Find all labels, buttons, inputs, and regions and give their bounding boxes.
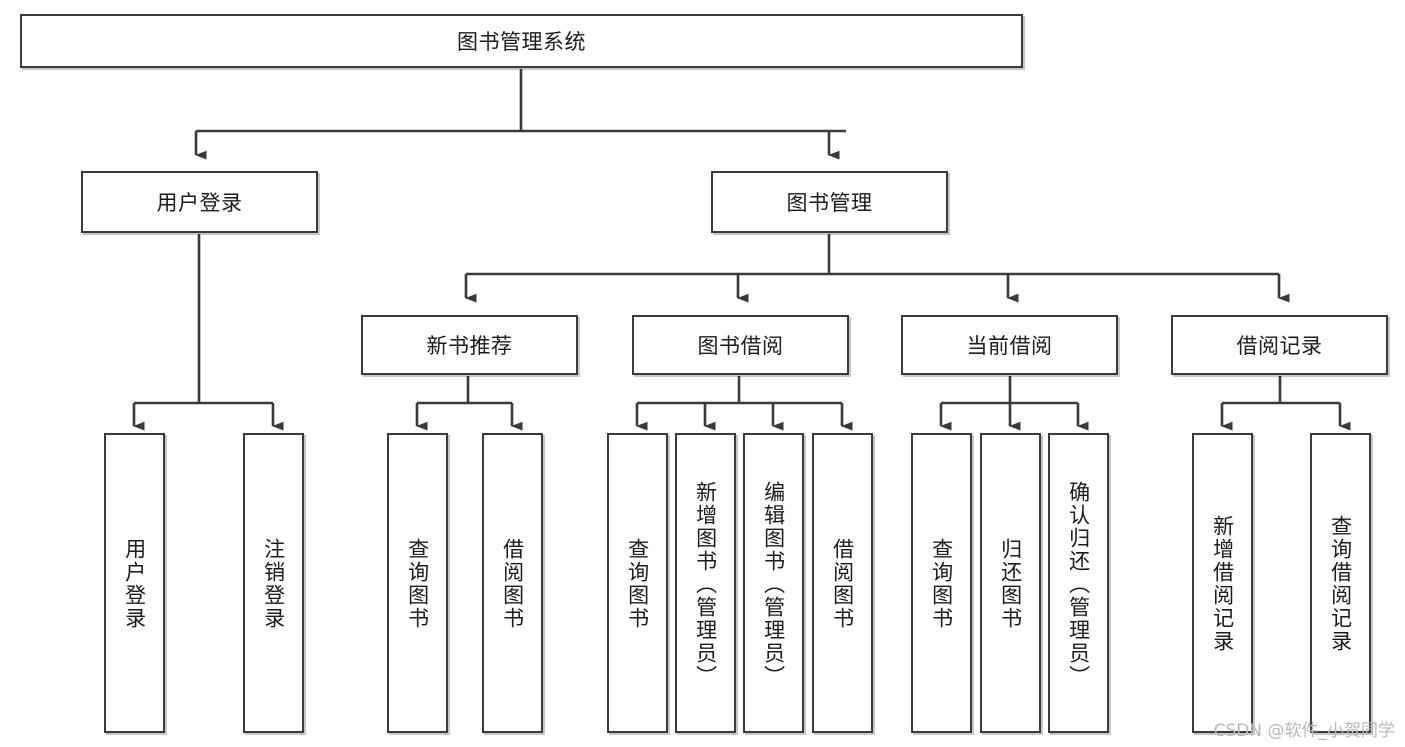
node-leaf-query-book-1[interactable]: 查询图书: [387, 433, 448, 733]
node-label: 图书借阅: [697, 334, 784, 358]
node-borrow-record[interactable]: 借阅记录: [1171, 315, 1388, 375]
node-label: 用户登录: [156, 191, 243, 215]
node-label: 用户登录: [122, 538, 147, 630]
node-label: 查询图书: [625, 538, 650, 630]
node-leaf-query-record[interactable]: 查询借阅记录: [1310, 433, 1371, 733]
node-book-borrow[interactable]: 图书借阅: [632, 315, 849, 375]
node-leaf-add-record[interactable]: 新增借阅记录: [1192, 433, 1253, 733]
node-label: 图书管理系统: [457, 30, 586, 54]
node-leaf-confirm-return[interactable]: 确认归还（管理员）: [1048, 433, 1109, 733]
node-label: 新增图书（管理员）: [693, 480, 718, 688]
node-label: 新增借阅记录: [1210, 515, 1235, 653]
node-label: 查询图书: [405, 538, 430, 630]
node-user-login[interactable]: 用户登录: [81, 171, 318, 233]
node-leaf-query-book-3[interactable]: 查询图书: [911, 433, 972, 733]
node-book-management-system[interactable]: 图书管理系统: [20, 14, 1023, 68]
node-label: 归还图书: [998, 538, 1023, 630]
node-book-management[interactable]: 图书管理: [711, 171, 948, 233]
node-label: 借阅记录: [1236, 334, 1323, 358]
node-label: 当前借阅: [966, 334, 1053, 358]
node-label: 编辑图书（管理员）: [761, 480, 786, 688]
node-label: 新书推荐: [426, 334, 513, 358]
node-current-borrow[interactable]: 当前借阅: [901, 315, 1118, 375]
node-leaf-add-book[interactable]: 新增图书（管理员）: [675, 433, 736, 733]
node-leaf-logout-login[interactable]: 注销登录: [243, 433, 304, 733]
node-leaf-return-book[interactable]: 归还图书: [980, 433, 1041, 733]
node-label: 查询借阅记录: [1328, 515, 1353, 653]
node-new-book-recommend[interactable]: 新书推荐: [361, 315, 578, 375]
node-leaf-borrow-book-2[interactable]: 借阅图书: [812, 433, 873, 733]
node-label: 确认归还（管理员）: [1066, 480, 1091, 688]
node-label: 查询图书: [929, 538, 954, 630]
node-label: 图书管理: [786, 191, 873, 215]
node-label: 注销登录: [261, 538, 286, 630]
node-label: 借阅图书: [500, 538, 525, 630]
node-leaf-edit-book[interactable]: 编辑图书（管理员）: [743, 433, 804, 733]
node-leaf-query-book-2[interactable]: 查询图书: [607, 433, 668, 733]
node-leaf-borrow-book-1[interactable]: 借阅图书: [482, 433, 543, 733]
node-leaf-user-login[interactable]: 用户登录: [104, 433, 165, 733]
node-label: 借阅图书: [830, 538, 855, 630]
